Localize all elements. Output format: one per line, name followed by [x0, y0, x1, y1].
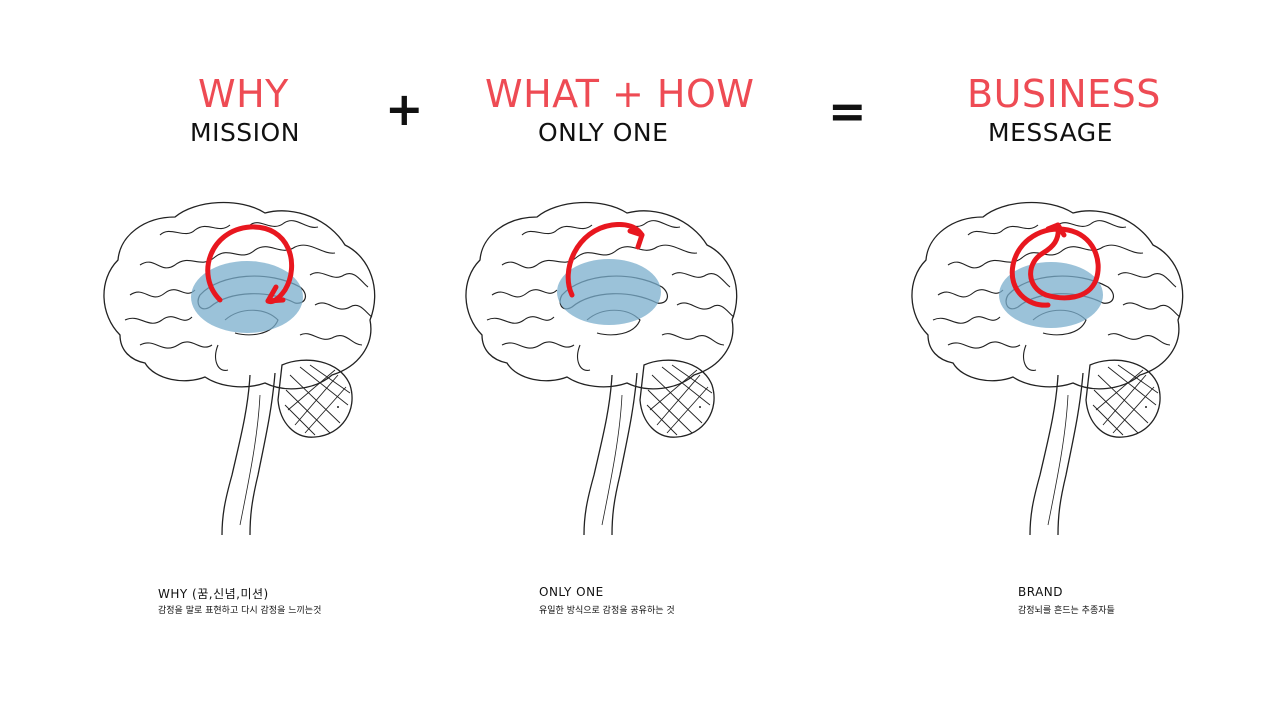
- why-caption-title: WHY (꿈,신념,미션): [158, 587, 269, 601]
- why-caption-text: 감정을 말로 표현하고 다시 감정을 느끼는것: [158, 606, 322, 616]
- mission-subheading: MISSION: [190, 118, 300, 147]
- only-one-caption-title: ONLY ONE: [539, 585, 604, 599]
- limbic-highlight: [191, 261, 303, 333]
- brain-illustration-brand: [911, 201, 1184, 536]
- brand-caption-title: BRAND: [1018, 585, 1064, 599]
- business-heading: BUSINESS: [967, 72, 1161, 116]
- plus-operator: +: [385, 82, 424, 136]
- brand-caption-text: 감정뇌를 흔드는 추종자들: [1018, 606, 1115, 616]
- brain-illustration-why: [103, 201, 376, 536]
- what-how-heading: WHAT + HOW: [485, 72, 755, 116]
- limbic-highlight: [557, 259, 661, 325]
- red-arrow-icon: [565, 222, 645, 298]
- brain-illustration-only-one: [465, 201, 738, 536]
- only-one-subheading: ONLY ONE: [538, 118, 669, 147]
- red-arrow-icon: [1009, 222, 1101, 308]
- message-subheading: MESSAGE: [988, 118, 1113, 147]
- equals-operator: =: [828, 84, 867, 138]
- only-one-caption-text: 유일한 방식으로 감정을 공유하는 것: [539, 606, 675, 616]
- why-heading: WHY: [198, 72, 289, 116]
